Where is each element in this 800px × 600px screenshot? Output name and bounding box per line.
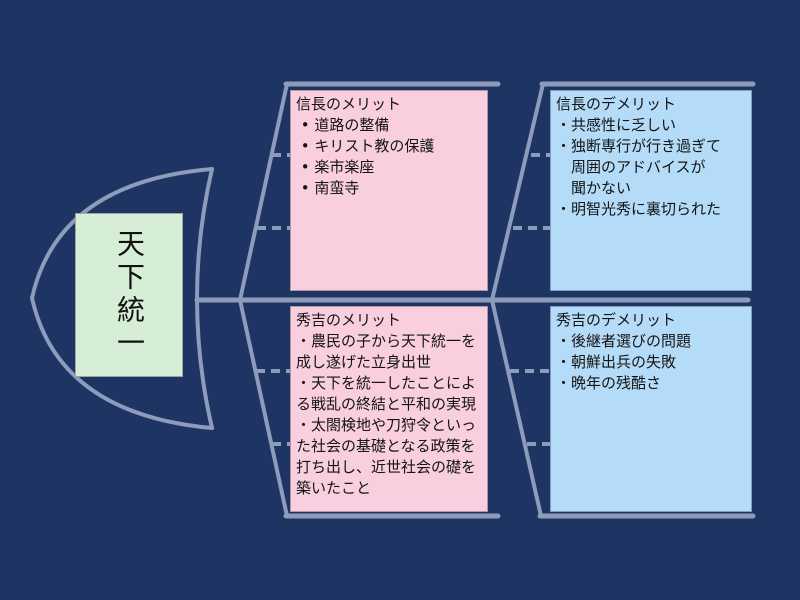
bone-top-left [238, 82, 289, 302]
fish-head-bottom-curve [30, 296, 214, 430]
bone-bottom-right [490, 298, 543, 518]
branch-box-hideyoshi-merits[interactable]: 秀吉のメリット ・農民の子から天下統一を 成し遂げた立身出世 ・天下を統一したこ… [290, 306, 488, 512]
branch-title: 秀吉のメリット [296, 311, 402, 329]
head-node-tenka-toitsu[interactable]: 天下統一 [75, 213, 183, 377]
bone-bottom-left [238, 298, 289, 518]
branch-box-nobunaga-demerits[interactable]: 信長のデメリット ・共感性に乏しい ・独断専行が行き過ぎて 周囲のアドバイスが … [550, 90, 752, 291]
branch-title: 信長のメリット [296, 95, 402, 113]
branch-items: ・農民の子から天下統一を 成し遂げた立身出世 ・天下を統一したことによ る戦乱の… [296, 332, 477, 497]
branch-items: ・後継者選びの問題 ・朝鮮出兵の失敗 ・晩年の残酷さ [556, 332, 692, 392]
branch-box-nobunaga-merits[interactable]: 信長のメリット • 道路の整備 • キリスト教の保護 • 楽市楽座 • 南蛮寺 [290, 90, 488, 291]
branch-title: 信長のデメリット [556, 95, 677, 113]
head-node-label: 天下統一 [113, 229, 146, 361]
branch-title: 秀吉のデメリット [556, 311, 677, 329]
branch-items: ・共感性に乏しい ・独断専行が行き過ぎて 周囲のアドバイスが 聞かない ・明智光… [556, 116, 722, 218]
fish-head-top-curve [30, 167, 214, 300]
branch-box-hideyoshi-demerits[interactable]: 秀吉のデメリット ・後継者選びの問題 ・朝鮮出兵の失敗 ・晩年の残酷さ [550, 306, 752, 512]
bone-top-right [490, 82, 545, 302]
branch-items: • 道路の整備 • キリスト教の保護 • 楽市楽座 • 南蛮寺 [300, 116, 435, 197]
